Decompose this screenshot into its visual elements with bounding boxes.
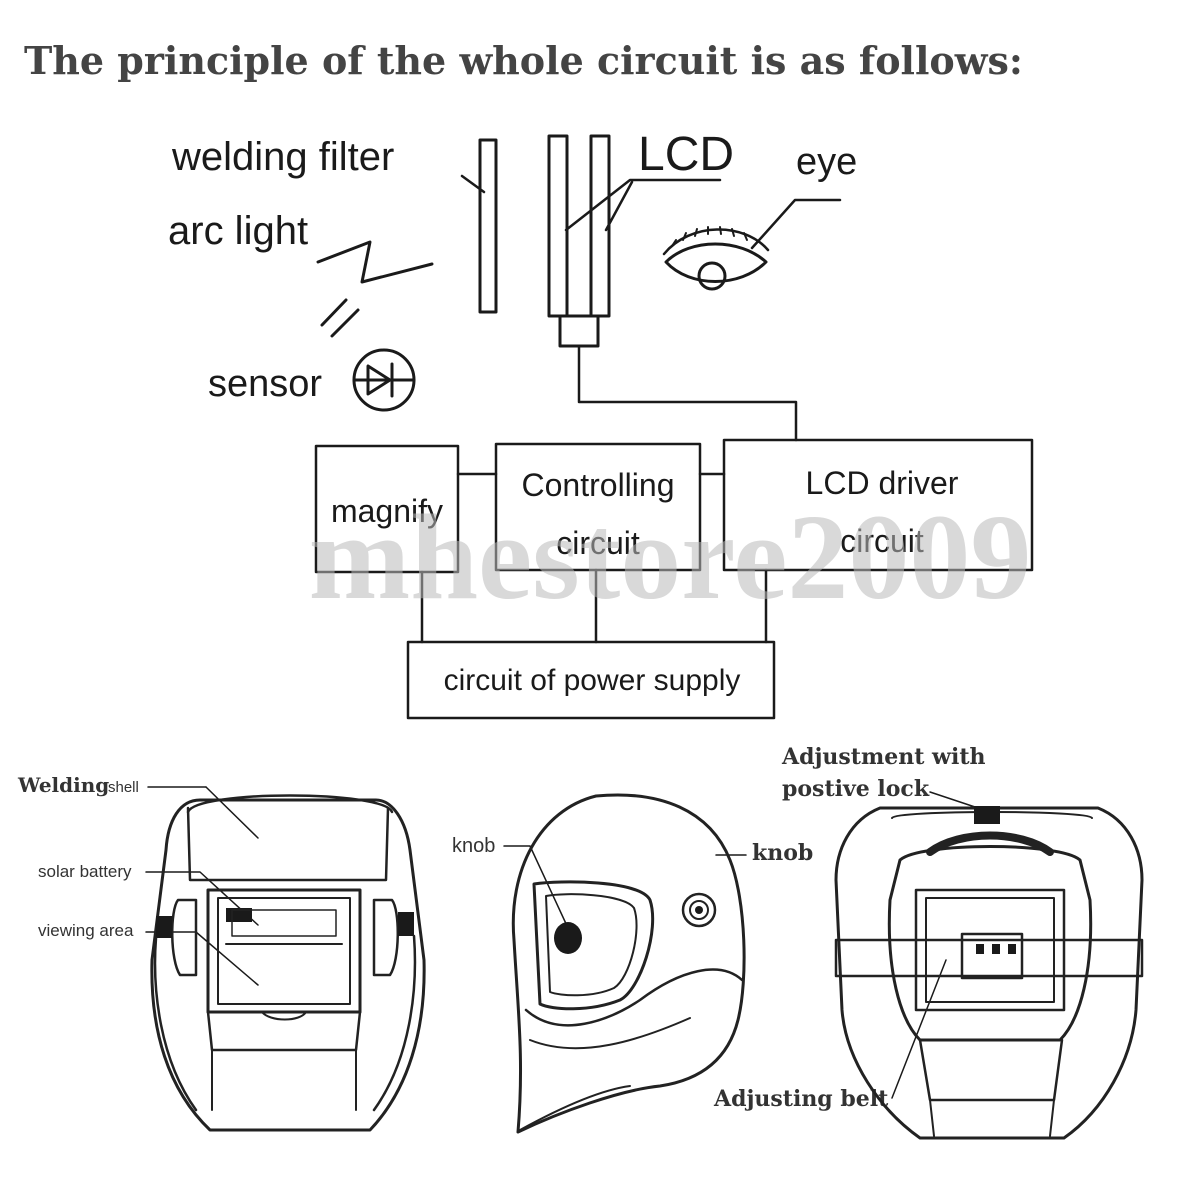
- lcd-plate-left: [547, 134, 569, 318]
- light-ray-1: [320, 298, 348, 327]
- magnify-block: [314, 444, 460, 574]
- side-knob-left-icon: [554, 922, 582, 954]
- lcd-to-driver-wire: [577, 344, 798, 442]
- lcd-plate-right: [589, 134, 611, 318]
- viewing-area-leader: [145, 931, 259, 986]
- eye-icon: [662, 226, 770, 291]
- lcd-leader-left: [564, 178, 722, 232]
- power-supply-label: circuit of power supply: [444, 664, 741, 697]
- power-supply-block: [406, 640, 776, 720]
- shell-arrow: [205, 786, 259, 839]
- adjusting-belt-leader: [891, 959, 947, 1099]
- block-diagram: magnify Controlling circuit LCD driver c…: [314, 344, 1034, 720]
- arc-light-zigzag: [316, 240, 434, 284]
- helmet-back-view: Adjustment with postive lock Adjusting b…: [713, 744, 1144, 1140]
- optical-diagram: welding filter LCD eye arc light sensor: [168, 128, 857, 412]
- arc-light-label: arc light: [168, 209, 308, 253]
- viewing-area-label: viewing area: [38, 921, 134, 940]
- knob-left-label: knob: [452, 835, 495, 857]
- welding-filter-label: welding filter: [171, 135, 394, 179]
- lcd-driver-block-label-1: LCD driver: [806, 465, 959, 501]
- welding-filter-leader: [460, 174, 486, 194]
- lcd-driver-block: [722, 438, 1034, 572]
- lcd-connector: [558, 314, 600, 348]
- welding-label: Welding: [17, 773, 109, 797]
- lcd-driver-block-label-2: circuit: [840, 523, 924, 559]
- photodiode-icon: [352, 348, 416, 412]
- helmet-front-view: Welding shell solar battery viewing area: [17, 773, 426, 1132]
- knob-left-leader: [503, 845, 569, 929]
- sensor-label: sensor: [208, 363, 322, 405]
- welding-filter-plate: [478, 138, 498, 314]
- shell-label: shell: [108, 779, 139, 796]
- light-ray-2: [330, 308, 360, 338]
- knob-right-label: knob: [752, 840, 813, 866]
- adjustment-leader: [929, 791, 979, 809]
- adjusting-belt-label: Adjusting belt: [713, 1086, 889, 1112]
- adjustment-label-2: postive lock: [782, 776, 930, 802]
- controlling-block-label-1: Controlling: [522, 467, 675, 503]
- eye-label: eye: [796, 141, 857, 183]
- side-knob-right-icon: [681, 892, 717, 928]
- controlling-circuit-block: [494, 442, 702, 572]
- helmet-side-view: knob knob: [452, 793, 813, 1134]
- magnify-block-label: magnify: [331, 493, 443, 529]
- controlling-block-label-2: circuit: [556, 525, 640, 561]
- solar-battery-label: solar battery: [38, 862, 132, 881]
- eye-leader: [750, 198, 842, 250]
- lcd-label: LCD: [638, 128, 734, 181]
- page-title: The principle of the whole circuit is as…: [24, 38, 1023, 83]
- watermark: mhestore2009: [309, 490, 1032, 625]
- adjustment-label-1: Adjustment with: [781, 744, 986, 770]
- lcd-leader-right: [604, 180, 634, 232]
